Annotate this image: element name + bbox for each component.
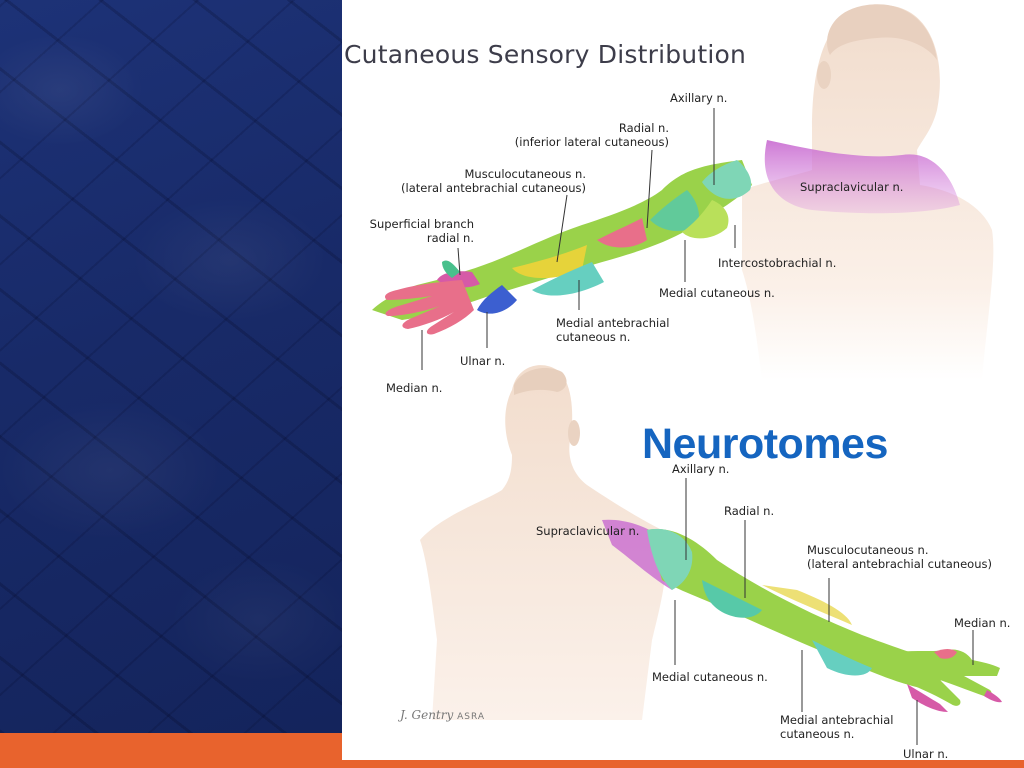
label-medial-antebrachial-anterior: Medial antebrachial cutaneous n.	[556, 316, 669, 344]
anterior-deep-zone	[477, 285, 517, 314]
label-radial-anterior: Radial n. (inferior lateral cutaneous)	[484, 121, 669, 149]
posterior-medial-cutaneous-zone	[702, 580, 762, 618]
posterior-hand	[896, 649, 1000, 706]
label-medial-antebrachial-posterior-line1: Medial antebrachial	[780, 713, 894, 727]
artist-signature: J. Gentry ASRA	[400, 708, 485, 722]
posterior-figure	[420, 365, 1002, 745]
anterior-figure	[372, 4, 994, 380]
anterior-superficial-radial-zone	[442, 260, 460, 278]
label-ulnar-anterior: Ulnar n.	[460, 354, 506, 368]
label-musculocutaneous-anterior-line1: Musculocutaneous n.	[464, 167, 587, 181]
label-superficial-radial-anterior-line1: Superficial branch	[369, 217, 474, 231]
label-intercostobrachial-anterior: Intercostobrachial n.	[718, 256, 837, 270]
anterior-intercostobrachial-zone	[682, 200, 729, 239]
anterior-medial-cutaneous-zone	[650, 190, 699, 232]
posterior-leader-lines	[674, 478, 974, 745]
posterior-axillary-zone	[647, 528, 693, 590]
slide-heading: Neurotomes	[642, 420, 888, 468]
label-musculocutaneous-posterior: Musculocutaneous n. (lateral antebrachia…	[807, 543, 992, 571]
anterior-axillary-zone	[702, 160, 752, 199]
anterior-radial-zone	[597, 218, 647, 248]
anterior-ear	[817, 61, 831, 89]
label-medial-antebrachial-posterior: Medial antebrachial cutaneous n.	[780, 713, 893, 741]
signature-org: ASRA	[457, 712, 486, 722]
label-superficial-radial-anterior-line2: radial n.	[426, 231, 474, 245]
posterior-ulnar-fingertip	[984, 690, 1002, 703]
label-medial-antebrachial-anterior-line2: cutaneous n.	[556, 330, 631, 344]
posterior-ear	[568, 420, 580, 446]
decorative-blue-panel	[0, 0, 342, 733]
supraclavicular-zone	[764, 140, 960, 214]
label-medial-cutaneous-posterior: Medial cutaneous n.	[652, 670, 768, 684]
label-musculocutaneous-posterior-line2: (lateral antebrachial cutaneous)	[807, 557, 992, 571]
figure-title: Cutaneous Sensory Distribution	[344, 40, 747, 69]
cutaneous-distribution-figure: Cutaneous Sensory Distribution Axillary …	[342, 0, 1024, 760]
anterior-leader-lines	[421, 108, 736, 370]
signature-name: J. Gentry	[400, 708, 454, 722]
label-radial-anterior-line1: Radial n.	[618, 121, 669, 135]
label-radial-posterior: Radial n.	[724, 504, 775, 518]
label-musculocutaneous-posterior-line1: Musculocutaneous n.	[807, 543, 929, 557]
anterior-musculocutaneous-zone	[512, 245, 587, 279]
posterior-median-zone	[934, 649, 957, 659]
label-axillary-anterior: Axillary n.	[670, 91, 728, 105]
posterior-torso	[420, 365, 667, 720]
label-musculocutaneous-anterior-line2: (lateral antebrachial cutaneous)	[401, 181, 586, 195]
label-medial-cutaneous-anterior: Medial cutaneous n.	[659, 286, 775, 300]
figure-illustration	[372, 4, 1002, 745]
anterior-hair	[827, 4, 937, 61]
label-superficial-radial-anterior: Superficial branch radial n.	[346, 217, 474, 245]
posterior-medial-antebrachial-zone	[812, 640, 872, 676]
label-median-posterior: Median n.	[954, 616, 1011, 630]
posterior-arm	[647, 529, 942, 690]
label-supraclavicular-anterior: Supraclavicular n.	[800, 180, 904, 194]
label-axillary-posterior: Axillary n.	[672, 462, 730, 476]
label-supraclavicular-posterior: Supraclavicular n.	[536, 524, 640, 538]
anterior-hand	[385, 280, 474, 335]
label-medial-antebrachial-posterior-line2: cutaneous n.	[780, 727, 855, 741]
label-medial-antebrachial-anterior-line1: Medial antebrachial	[556, 316, 670, 330]
posterior-hair	[514, 368, 567, 395]
label-ulnar-posterior: Ulnar n.	[903, 747, 949, 760]
label-musculocutaneous-anterior: Musculocutaneous n. (lateral antebrachia…	[352, 167, 586, 195]
label-radial-anterior-line2: (inferior lateral cutaneous)	[514, 135, 669, 149]
label-median-anterior: Median n.	[386, 381, 443, 395]
anterior-medial-antebrachial-zone	[532, 262, 604, 296]
posterior-ulnar-zone	[907, 684, 948, 712]
